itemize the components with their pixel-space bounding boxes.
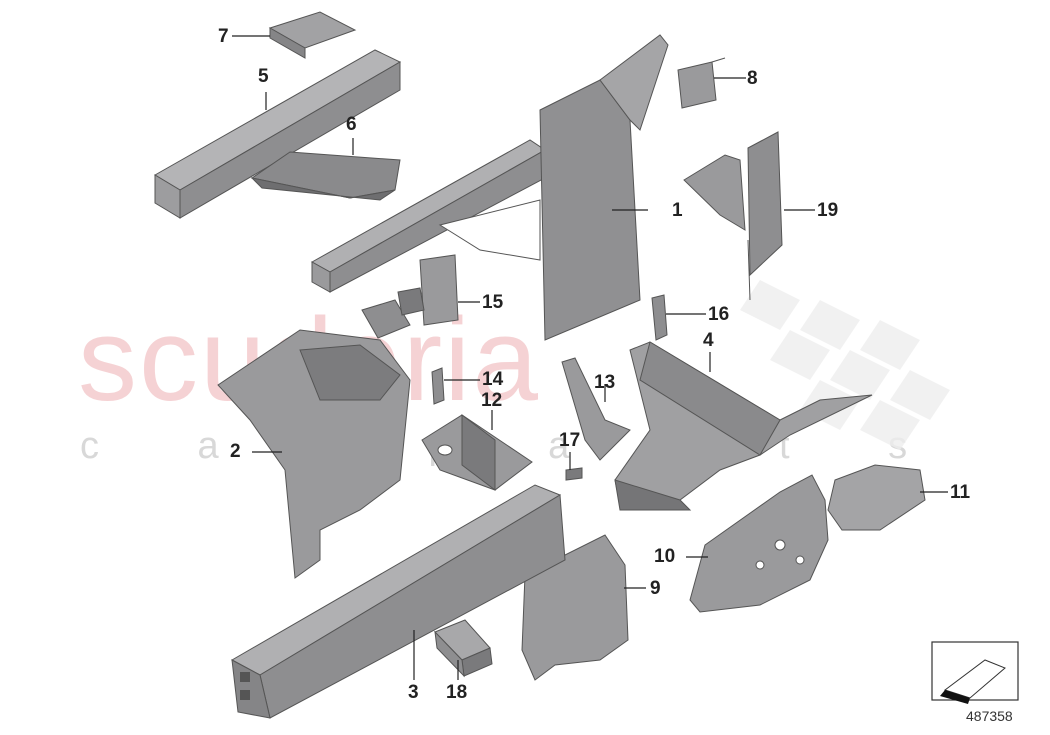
document-number: 487358 <box>966 708 1013 724</box>
part-12-bracket <box>421 413 533 492</box>
callout-11: 11 <box>950 482 971 503</box>
part-15-bracket <box>361 254 459 339</box>
callout-10: 10 <box>654 546 676 567</box>
callout-3: 3 <box>408 682 419 703</box>
callout-16: 16 <box>708 304 730 325</box>
callout-19: 19 <box>817 200 839 221</box>
part-9-panel <box>521 534 629 681</box>
part-6-wedge <box>250 151 401 201</box>
part-2-wheelarch <box>217 329 411 579</box>
callout-5: 5 <box>258 66 269 87</box>
part-1-pillar <box>310 34 669 341</box>
part-8-clip <box>677 57 726 109</box>
callout-13: 13 <box>594 372 616 393</box>
part-11-bracket <box>827 464 926 531</box>
part-17-clip <box>565 467 583 481</box>
callout-18: 18 <box>446 682 468 703</box>
callout-1: 1 <box>672 200 683 221</box>
part-7-bracket <box>268 11 357 59</box>
callout-17: 17 <box>559 430 581 451</box>
part-13-bracket <box>561 357 631 461</box>
callout-7: 7 <box>218 26 229 47</box>
arrow-direction-icon <box>931 641 1019 704</box>
callout-2: 2 <box>230 441 241 462</box>
part-18-block <box>434 619 493 678</box>
callout-9: 9 <box>650 578 661 599</box>
callout-6: 6 <box>346 114 357 135</box>
callout-15: 15 <box>482 292 504 313</box>
callout-14: 14 <box>482 369 504 390</box>
callout-8: 8 <box>747 68 758 89</box>
checker-watermark <box>740 280 950 450</box>
part-3-sill <box>230 484 566 719</box>
leader-lines <box>232 35 948 680</box>
part-16-clip <box>651 294 668 341</box>
part-4-member <box>614 341 873 511</box>
part-19-panel <box>683 131 783 301</box>
part-14-plate <box>431 367 445 405</box>
part-10-panel <box>689 474 829 613</box>
callout-12: 12 <box>481 390 503 411</box>
part-5-beam <box>154 49 402 219</box>
callout-4: 4 <box>703 330 714 351</box>
